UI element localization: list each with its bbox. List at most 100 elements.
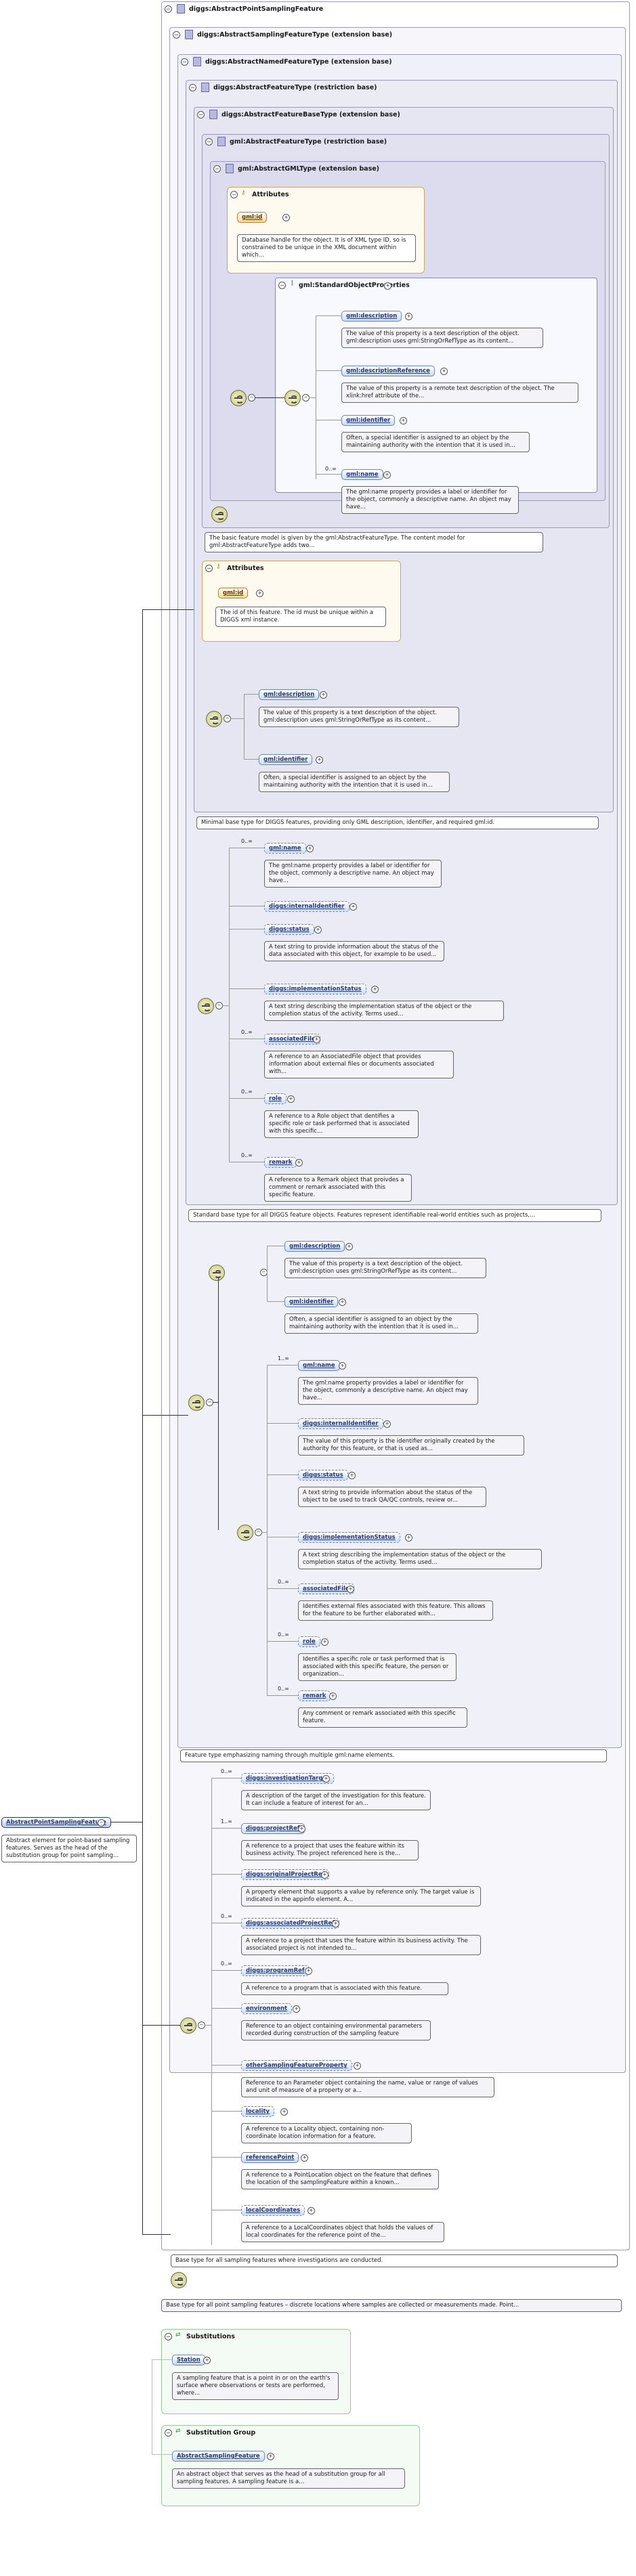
expand-icon[interactable]: − bbox=[98, 1819, 105, 1827]
expand-icon[interactable]: + bbox=[298, 1825, 305, 1833]
feature-element[interactable]: gml:name bbox=[264, 843, 306, 854]
feature-element[interactable]: diggs:internalIdentifier bbox=[264, 901, 349, 912]
expand-icon[interactable]: + bbox=[440, 368, 448, 375]
expand-icon[interactable]: + bbox=[280, 2108, 288, 2116]
expand-icon[interactable]: + bbox=[349, 903, 357, 911]
sampling-element[interactable]: referencePoint bbox=[241, 2152, 299, 2163]
collapse-toggle[interactable]: − bbox=[189, 84, 196, 91]
named-element[interactable]: role bbox=[298, 1636, 320, 1647]
sampling-element[interactable]: diggs:originalProjectRef bbox=[241, 1869, 330, 1880]
expand-icon[interactable]: + bbox=[347, 1586, 354, 1593]
named-choice-element[interactable]: gml:description bbox=[284, 1241, 345, 1252]
key-icon: ⚷ bbox=[216, 563, 221, 570]
expand-icon[interactable]: + bbox=[405, 1534, 412, 1542]
sampling-element[interactable]: environment bbox=[241, 2003, 293, 2014]
expand-icon[interactable]: + bbox=[339, 1298, 346, 1306]
expand-icon[interactable]: + bbox=[321, 1638, 328, 1646]
expand-icon[interactable]: + bbox=[316, 756, 323, 764]
named-element-description: The value of this property is the identi… bbox=[298, 1435, 524, 1456]
sequence-icon bbox=[211, 506, 228, 523]
std-prop-element[interactable]: gml:identifier bbox=[341, 415, 396, 426]
expand-icon[interactable]: + bbox=[320, 691, 327, 699]
feature-element[interactable]: remark bbox=[264, 1157, 297, 1168]
expand-icon[interactable]: + bbox=[305, 1967, 312, 1975]
level-title: diggs:AbstractFeatureBaseType (extension… bbox=[221, 111, 400, 118]
std-prop-element[interactable]: gml:name bbox=[341, 469, 383, 480]
expand-icon[interactable]: + bbox=[282, 214, 290, 221]
feature-element[interactable]: diggs:implementationStatus bbox=[264, 984, 366, 995]
substitution-group-box: − ⇄ Substitution Group bbox=[161, 2425, 420, 2506]
expand-icon[interactable]: + bbox=[313, 1036, 320, 1043]
expand-icon[interactable]: + bbox=[301, 2154, 308, 2162]
sampling-element[interactable]: diggs:projectRef bbox=[241, 1823, 305, 1834]
sampling-element[interactable]: diggs:associatedProjectRef bbox=[241, 1918, 339, 1929]
gml-id-attribute[interactable]: gml:id bbox=[237, 212, 268, 223]
expand-icon[interactable]: + bbox=[383, 471, 391, 479]
expand-icon[interactable]: + bbox=[348, 1472, 356, 1479]
std-prop-element[interactable]: gml:descriptionReference bbox=[341, 366, 435, 376]
expand-icon[interactable]: + bbox=[306, 845, 314, 852]
collapse-toggle[interactable]: − bbox=[165, 2429, 172, 2437]
sampling-element[interactable]: diggs:investigationTarget bbox=[241, 1773, 335, 1784]
sampling-element-description: A reference to a PointLocation object on… bbox=[241, 2169, 439, 2189]
collapse-toggle[interactable]: − bbox=[205, 565, 213, 572]
substitution-description: A sampling feature that is a point in or… bbox=[172, 2372, 339, 2400]
sampling-element[interactable]: otherSamplingFeatureProperty bbox=[241, 2060, 352, 2071]
collapse-toggle[interactable]: − bbox=[165, 5, 172, 13]
feature-element[interactable]: diggs:status bbox=[264, 924, 314, 935]
substitutions-title: Substitutions bbox=[186, 2333, 235, 2340]
level-title: gml:AbstractGMLType (extension base) bbox=[238, 165, 380, 173]
expand-icon[interactable]: + bbox=[322, 1775, 330, 1783]
feature-element[interactable]: associatedFile bbox=[264, 1034, 320, 1045]
named-element[interactable]: associatedFile bbox=[298, 1584, 354, 1594]
expand-icon[interactable]: + bbox=[339, 1362, 346, 1370]
sampling-element[interactable]: locality bbox=[241, 2106, 274, 2117]
substitution-group-element[interactable]: AbstractSamplingFeature bbox=[172, 2451, 265, 2462]
collapse-toggle[interactable]: − bbox=[165, 2333, 172, 2340]
std-prop-element[interactable]: gml:description bbox=[341, 311, 402, 322]
expand-icon[interactable]: + bbox=[287, 1095, 295, 1103]
named-choice-element[interactable]: gml:identifier bbox=[284, 1296, 339, 1307]
collapse-toggle[interactable]: − bbox=[205, 138, 213, 146]
collapse-toggle[interactable]: − bbox=[230, 191, 238, 198]
feature-element[interactable]: role bbox=[264, 1093, 287, 1104]
sampling-element[interactable]: localCoordinates bbox=[241, 2205, 305, 2216]
expand-icon[interactable]: + bbox=[256, 590, 263, 597]
main-element[interactable]: AbstractPointSamplingFeature bbox=[1, 1817, 111, 1828]
collapse-toggle[interactable]: − bbox=[213, 165, 221, 173]
expand-icon[interactable]: + bbox=[345, 1243, 353, 1250]
collapse-toggle[interactable]: − bbox=[181, 58, 188, 66]
sequence-icon bbox=[180, 2017, 196, 2034]
collapse-toggle[interactable]: − bbox=[278, 282, 286, 289]
sampling-element[interactable]: diggs:programRef bbox=[241, 1965, 310, 1976]
expand-icon[interactable]: + bbox=[293, 2005, 300, 2013]
expand-icon[interactable]: + bbox=[383, 1420, 391, 1428]
base-type-description: Minimal base type for DIGGS features, pr… bbox=[196, 816, 599, 829]
expand-icon[interactable]: + bbox=[329, 1693, 337, 1700]
expand-icon[interactable]: + bbox=[308, 2207, 315, 2214]
named-element[interactable]: remark bbox=[298, 1690, 331, 1701]
expand-icon[interactable]: + bbox=[267, 2453, 274, 2460]
named-element[interactable]: diggs:implementationStatus bbox=[298, 1532, 400, 1543]
expand-icon[interactable]: + bbox=[400, 417, 407, 424]
base-element[interactable]: gml:identifier bbox=[259, 754, 313, 765]
connector bbox=[255, 397, 284, 398]
expand-icon[interactable]: + bbox=[295, 1159, 303, 1166]
main-element-description: Abstract element for point-based samplin… bbox=[1, 1835, 137, 1862]
named-element[interactable]: gml:name bbox=[298, 1360, 340, 1371]
expand-icon[interactable]: + bbox=[405, 313, 412, 320]
expand-icon[interactable]: + bbox=[371, 986, 379, 993]
expand-icon[interactable]: + bbox=[332, 1920, 339, 1927]
collapse-toggle[interactable]: − bbox=[173, 31, 180, 39]
named-element[interactable]: diggs:internalIdentifier bbox=[298, 1418, 383, 1429]
gml-id-attribute[interactable]: gml:id bbox=[218, 588, 249, 598]
base-element[interactable]: gml:description bbox=[259, 689, 320, 700]
expand-icon[interactable]: + bbox=[321, 1871, 328, 1879]
expand-icon[interactable]: + bbox=[203, 2357, 211, 2364]
expand-icon[interactable]: + bbox=[384, 282, 391, 290]
named-element[interactable]: diggs:status bbox=[298, 1470, 348, 1481]
expand-icon[interactable]: + bbox=[314, 926, 322, 934]
substitution-element[interactable]: Station bbox=[172, 2355, 205, 2365]
expand-icon[interactable]: + bbox=[354, 2062, 361, 2070]
collapse-toggle[interactable]: − bbox=[197, 111, 205, 118]
